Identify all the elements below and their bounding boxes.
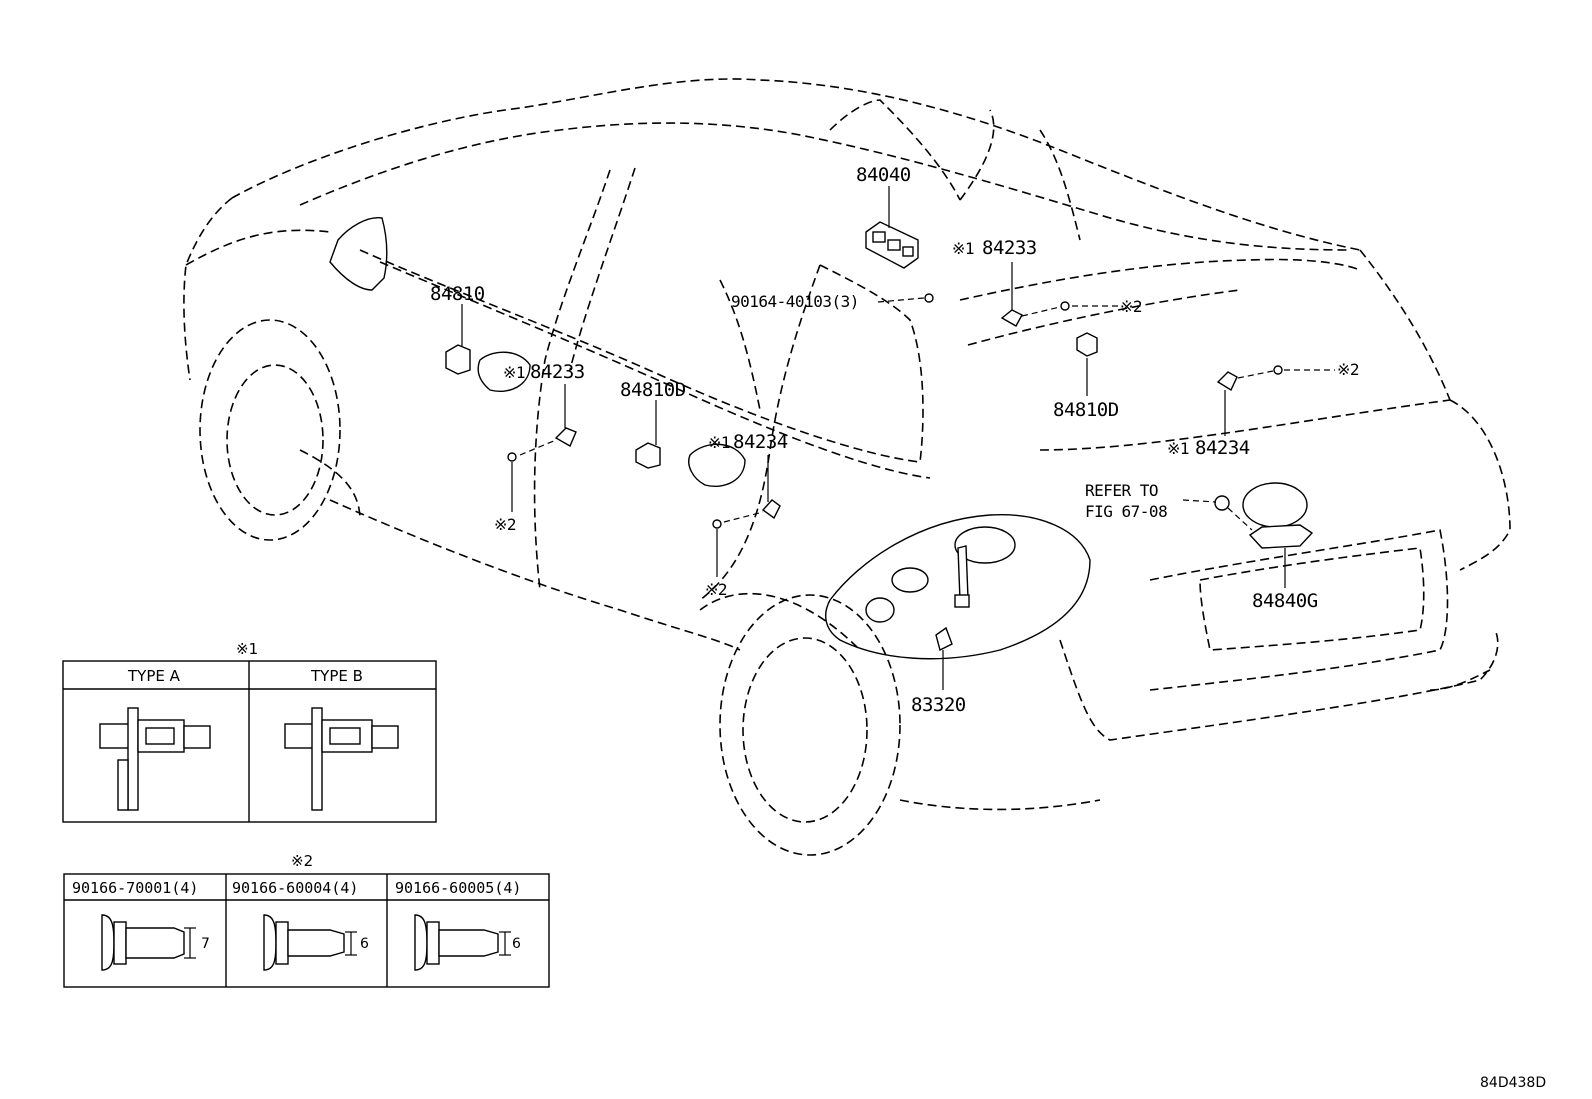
switch-84040 [865, 221, 919, 269]
dim-3: 6 [512, 936, 521, 952]
screw [1273, 365, 1283, 375]
mark-1: ※1 [1167, 439, 1189, 458]
table-type: ※1 TYPE A TYPE B [62, 640, 437, 823]
refer-line-1: REFER TO [1085, 481, 1158, 500]
label-83320: 83320 [911, 694, 966, 716]
mark-2: ※2 [1120, 297, 1142, 316]
screw [1060, 301, 1070, 311]
fastener-part-2: 90166-60004(4) [232, 879, 358, 897]
callout-labels: 84040 84810 84810D 84810D ※1 84233 ※1 84… [430, 164, 1360, 716]
dim-2: 6 [360, 936, 369, 952]
label-84840g: 84840G [1252, 590, 1318, 612]
table-fasteners: ※2 90166-70001(4) 90166-60004(4) 90166-6… [63, 852, 550, 988]
screw [507, 452, 517, 462]
label-90164-40103: 90164-40103(3) [731, 292, 859, 311]
type-b-switch-drawing [284, 707, 399, 811]
parts [445, 221, 1314, 652]
label-84234-rear: 84234 [1195, 437, 1250, 459]
table-type-mark: ※1 [236, 640, 258, 658]
label-84233-front: 84233 [530, 361, 585, 383]
label-84234-front: 84234 [733, 431, 788, 453]
label-84040: 84040 [856, 164, 911, 186]
fastener-part-3: 90166-60005(4) [395, 879, 521, 897]
mark-2: ※2 [705, 580, 727, 599]
fastener-part-1: 90166-70001(4) [72, 879, 198, 897]
switch-84810d-rear [1076, 332, 1098, 357]
switch-84234-rear [1216, 371, 1238, 392]
mark-2: ※2 [1337, 360, 1359, 379]
diagram-code: 84D438D [1480, 1075, 1546, 1091]
label-84810: 84810 [430, 283, 485, 305]
sender-83320 [935, 545, 970, 652]
switch-84840g [1214, 495, 1314, 549]
fastener-drawing-1: 7 [101, 914, 210, 971]
dim-1: 7 [201, 936, 210, 952]
mark-1: ※1 [952, 239, 974, 258]
mark-2: ※2 [494, 515, 516, 534]
switch-84810d-front [635, 442, 661, 469]
type-a-switch-drawing [99, 707, 211, 811]
fastener-drawing-3: 6 [414, 914, 521, 971]
switch-84233-front [554, 427, 577, 447]
mark-1: ※1 [708, 433, 730, 452]
car-body-outline [183, 78, 1511, 856]
screw [924, 293, 934, 303]
refer-line-2: FIG 67-08 [1085, 502, 1167, 521]
label-84233-rear: 84233 [982, 237, 1037, 259]
label-84810d-front: 84810D [620, 379, 686, 401]
screw [712, 519, 722, 529]
mark-1: ※1 [503, 363, 525, 382]
table-fasteners-mark: ※2 [291, 852, 313, 870]
fastener-drawing-2: 6 [263, 914, 369, 971]
label-84810d-rear: 84810D [1053, 399, 1119, 421]
switch-84810 [445, 344, 471, 375]
type-a-header: TYPE A [127, 667, 181, 685]
type-b-header: TYPE B [310, 667, 363, 685]
switch-84234-front [761, 499, 781, 520]
leader-lines [461, 186, 1335, 690]
switch-84233-rear [1000, 309, 1023, 327]
